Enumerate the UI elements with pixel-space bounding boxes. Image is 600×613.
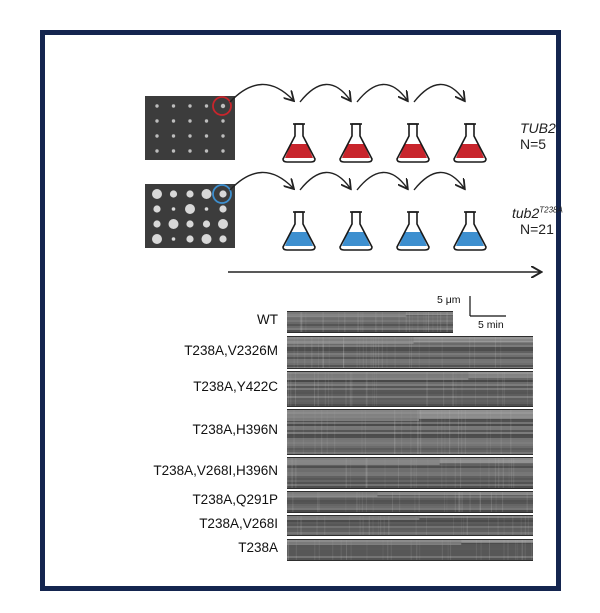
transfer-arrows-mutant: [229, 171, 464, 190]
colony-spot: [155, 134, 159, 138]
colony-spot: [219, 235, 227, 243]
kymograph-image: [287, 336, 533, 369]
kymograph-label: T238A,H396N: [192, 422, 278, 437]
kymograph-label: WT: [257, 312, 278, 327]
colony-spot: [188, 134, 192, 138]
flask-row-wt: [282, 123, 487, 163]
colony-spot: [152, 234, 162, 244]
colony-spot: [171, 149, 176, 153]
scale-bar: [469, 296, 506, 317]
selected-colony-highlight-mutant: [212, 184, 232, 204]
kymograph-image: [287, 409, 533, 455]
colony-spot: [221, 134, 225, 138]
colony-spot: [221, 149, 225, 153]
colony-spot: [155, 119, 159, 123]
kymograph-label: T238A,Y422C: [193, 379, 278, 394]
agar-plate-wt: [145, 96, 235, 160]
kymograph-image: [287, 491, 533, 513]
culture-flask-icon: [396, 123, 430, 163]
colony-spot: [186, 235, 194, 243]
colony-spot: [201, 189, 212, 199]
genotype-name: TUB2: [520, 120, 556, 136]
selected-colony-highlight-wt: [212, 96, 232, 116]
kymograph-image: [287, 457, 533, 489]
colony-spot: [218, 219, 228, 229]
evolution-schematic: [145, 83, 600, 290]
colony-spot: [188, 104, 192, 108]
colony-spot: [171, 237, 176, 241]
culture-flask-icon: [282, 123, 316, 163]
colony-spot: [155, 104, 159, 108]
kymograph-image: [287, 371, 533, 407]
kymograph-label: T238A,V268I,H396N: [153, 463, 278, 478]
population-count: N=21: [520, 221, 554, 237]
colony-spot: [171, 207, 176, 211]
kymograph-label: T238A,V268I: [199, 515, 278, 531]
transfer-arrows-wt: [229, 83, 464, 102]
culture-flask-icon: [339, 211, 373, 251]
colony-spot: [201, 234, 212, 244]
colony-spot: [204, 119, 209, 123]
colony-spot: [204, 207, 209, 211]
culture-flask-icon: [396, 211, 430, 251]
colony-spot: [219, 205, 227, 213]
colony-spot: [153, 205, 161, 213]
genotype-label-mutant: tub2T238A N=21: [512, 205, 563, 237]
colony-spot: [152, 189, 162, 199]
culture-flask-icon: [282, 211, 316, 251]
colony-spot: [171, 119, 176, 123]
agar-plate-mutant: [145, 184, 235, 248]
colony-spot: [155, 149, 159, 153]
colony-spot: [169, 190, 178, 198]
genotype-allele: T238A: [539, 205, 563, 215]
colony-spot: [204, 104, 209, 108]
population-count: N=5: [520, 136, 547, 152]
colony-spot: [171, 104, 176, 108]
colony-spot: [219, 190, 227, 198]
culture-flask-icon: [453, 211, 487, 251]
kymograph-image: [287, 311, 453, 333]
colony-spot: [168, 219, 179, 229]
scale-length-label: 5 μm: [437, 294, 461, 306]
culture-flask-icon: [339, 123, 373, 163]
kymograph-image: [287, 539, 533, 561]
colony-spot: [204, 134, 209, 138]
colony-spot: [188, 149, 192, 153]
colony-spot: [220, 103, 226, 109]
kymograph-label: T238A: [238, 540, 278, 555]
colony-spot: [186, 220, 194, 228]
colony-spot: [204, 149, 209, 153]
genotype-label-wt: TUB2 N=5: [520, 120, 556, 152]
kymograph-image: [287, 515, 533, 536]
culture-flask-icon: [453, 123, 487, 163]
colony-spot: [153, 220, 161, 228]
colony-spot: [185, 204, 195, 214]
flask-row-mutant: [282, 211, 487, 251]
scale-time-label: 5 min: [478, 319, 504, 331]
colony-spot: [202, 220, 211, 228]
kymograph-label: T238A,V2326M: [184, 342, 278, 358]
colony-spot: [186, 190, 194, 198]
kymograph-label: T238A,Q291P: [192, 492, 278, 507]
genotype-name: tub2: [512, 205, 540, 221]
colony-spot: [188, 119, 192, 123]
colony-spot: [221, 119, 225, 123]
colony-spot: [171, 134, 176, 138]
